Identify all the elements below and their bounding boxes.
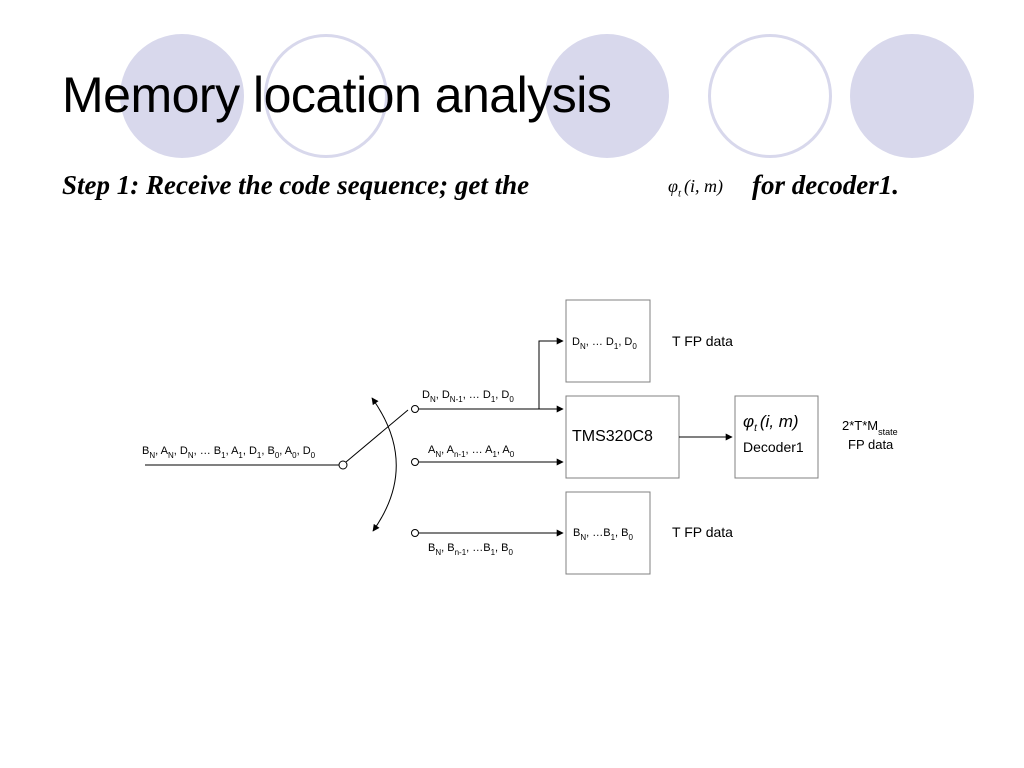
label-subscript: 1 [238, 451, 243, 460]
label-text: , B [261, 445, 274, 457]
line-d-label: DN, DN-1, … D1, D0 [422, 389, 514, 404]
label-subscript: N [435, 548, 441, 557]
label-subscript: 0 [311, 451, 316, 460]
label-text: , B [441, 542, 454, 554]
label-text: , … B [194, 445, 222, 457]
label-text: D [572, 336, 580, 348]
phi-subscript: t [677, 187, 682, 200]
label-subscript: N [430, 395, 436, 404]
terminal-a [411, 458, 419, 466]
box-decoder1 [734, 395, 819, 479]
label-text: , D [618, 336, 632, 348]
label-subscript: N [580, 533, 586, 542]
line-b-label: BN, Bn-1, …B1, B0 [428, 542, 514, 557]
label-text: , D [436, 389, 450, 401]
label-subscript: 0 [510, 450, 515, 459]
label-text: B [428, 542, 435, 554]
switch-arc-arrow [371, 397, 397, 532]
label-text: , D [495, 389, 509, 401]
slide-title: Memory location analysis [62, 67, 612, 123]
phi-formula: φt(i, m) [668, 176, 723, 200]
label-text: , D [174, 445, 188, 457]
label-subscript: N [580, 342, 586, 351]
state-data-line2: FP data [848, 437, 894, 452]
label-text: , D [243, 445, 257, 457]
label-text: , A [497, 444, 511, 456]
decoder-phi-sub: t [754, 423, 758, 434]
label-subscript: 0 [632, 342, 637, 351]
decor-circle-2 [545, 34, 669, 158]
label-subscript: N-1 [450, 395, 463, 404]
label-subscript: 0 [628, 533, 633, 542]
label-text: B [573, 527, 580, 539]
label-subscript: N [435, 450, 441, 459]
box-d-memory [565, 299, 651, 383]
label-text: B [142, 445, 149, 457]
label-subscript: N [188, 451, 194, 460]
label-subscript: 1 [492, 450, 497, 459]
label-subscript: state [878, 427, 898, 437]
box-b-memory [565, 491, 651, 575]
box-b-label: BN, …B1, B0 [573, 527, 633, 542]
label-text: 2*T*M [842, 418, 878, 433]
label-subscript: 1 [257, 451, 262, 460]
t-fp-data-top: T FP data [672, 333, 733, 349]
phi-symbol: φ [668, 176, 678, 196]
decoder-phi-args: (i, m) [760, 412, 799, 431]
label-subscript: n-1 [454, 450, 466, 459]
terminal-d [411, 405, 419, 413]
label-text: , B [495, 542, 508, 554]
label-subscript: N [149, 451, 155, 460]
decor-ring-2 [708, 34, 832, 158]
decoder-formula: φt(i, m) [743, 412, 799, 434]
box-d-label: DN, … D1, D0 [572, 336, 637, 351]
label-subscript: 1 [491, 395, 496, 404]
label-text: D [422, 389, 430, 401]
label-text: , A [441, 444, 455, 456]
step-text-prefix: Step 1: Receive the code sequence; get t… [62, 170, 530, 200]
label-text: A [428, 444, 436, 456]
label-text: , A [279, 445, 293, 457]
label-text: , … D [586, 336, 614, 348]
label-text: , …B [466, 542, 490, 554]
decoder-phi: φ [743, 412, 754, 431]
t-fp-data-bottom: T FP data [672, 524, 733, 540]
line-d-branch [538, 337, 564, 409]
terminal-b [411, 529, 419, 537]
decoder-label: Decoder1 [743, 439, 804, 455]
label-subscript: 1 [221, 451, 226, 460]
processor-label: TMS320C8 [572, 428, 653, 445]
label-text: , B [615, 527, 628, 539]
label-subscript: 0 [292, 451, 297, 460]
label-text: , A [155, 445, 169, 457]
label-subscript: 0 [275, 451, 280, 460]
state-data-line1: 2*T*Mstate [842, 418, 898, 437]
label-subscript: 1 [614, 342, 619, 351]
label-subscript: 1 [611, 533, 616, 542]
step-text-suffix: for decoder1. [752, 170, 899, 200]
box-processor [565, 395, 680, 479]
label-subscript: n-1 [455, 548, 467, 557]
label-subscript: N [168, 451, 174, 460]
label-text: , …B [586, 527, 610, 539]
decor-circle-3 [850, 34, 974, 158]
input-stream-label: BN, AN, DN, … B1, A1, D1, B0, A0, D0 [142, 445, 316, 460]
switch-arm [345, 409, 409, 463]
label-subscript: 0 [509, 395, 514, 404]
switch-pivot [338, 460, 348, 470]
label-subscript: 1 [491, 548, 496, 557]
line-a-label: AN, An-1, … A1, A0 [428, 444, 515, 459]
label-subscript: 0 [509, 548, 514, 557]
label-text: , D [297, 445, 311, 457]
label-text: , … A [466, 444, 494, 456]
label-text: , … D [463, 389, 491, 401]
decor-circle-1 [120, 34, 244, 158]
phi-args: (i, m) [684, 176, 724, 196]
label-text: , A [226, 445, 240, 457]
decor-ring-1 [264, 34, 388, 158]
